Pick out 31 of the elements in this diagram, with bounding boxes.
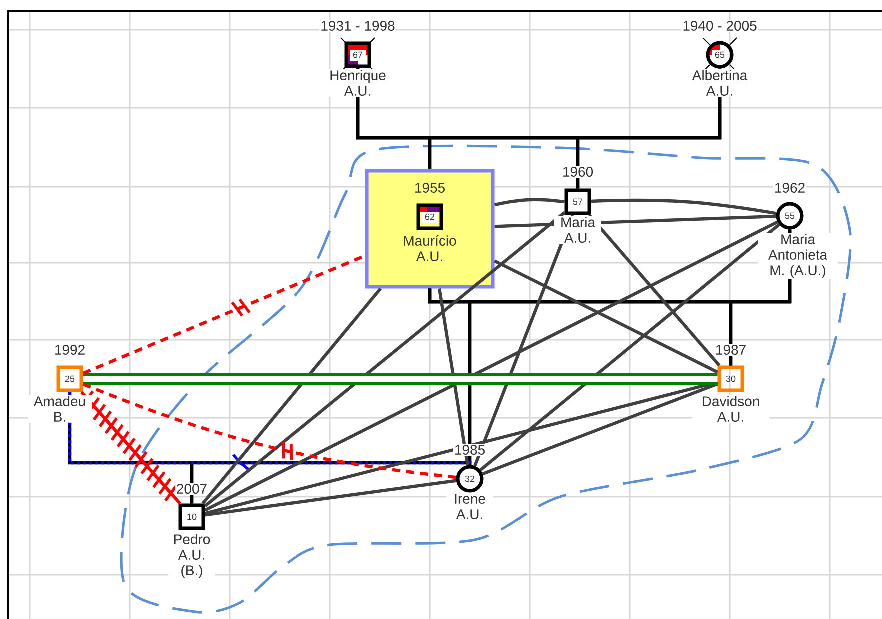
relationship-line — [438, 288, 470, 466]
relationship-line — [80, 390, 182, 505]
family-line — [68, 392, 472, 472]
year-label: 1985 — [453, 444, 487, 456]
relationship-line — [205, 479, 457, 517]
year-label: 1987 — [714, 344, 748, 356]
name-label: Amadeu B. — [28, 395, 92, 423]
relationship-line — [591, 198, 777, 216]
year-label: 1992 — [53, 344, 87, 356]
relationship-line — [482, 382, 718, 476]
year-label: 2007 — [175, 483, 209, 495]
relationship-line — [204, 220, 778, 512]
name-label: Maria A.U. — [554, 216, 602, 244]
relationship-line — [83, 373, 718, 385]
relationship-line — [494, 260, 718, 374]
relationship-line — [204, 212, 566, 508]
relationship-line — [588, 214, 721, 367]
relationship-line — [202, 288, 382, 505]
year-label: 1931 - 1998 — [320, 20, 396, 32]
year-label: 1940 - 2005 — [682, 20, 758, 32]
year-label: 1962 — [773, 182, 807, 194]
name-label: Albertina A.U. — [684, 69, 756, 97]
name-label: Irene A.U. — [446, 493, 494, 520]
name-label: Maria Antonieta M. (A.U.) — [758, 233, 838, 280]
year-label: 1960 — [561, 166, 595, 178]
name-label: Pedro A.U. (B.) — [168, 533, 216, 580]
name-label: Davidson A.U. — [692, 395, 770, 423]
family-line — [190, 461, 472, 504]
name-label: Henrique A.U. — [322, 69, 394, 97]
relationship-line — [82, 382, 457, 480]
relationship-line — [494, 198, 565, 207]
